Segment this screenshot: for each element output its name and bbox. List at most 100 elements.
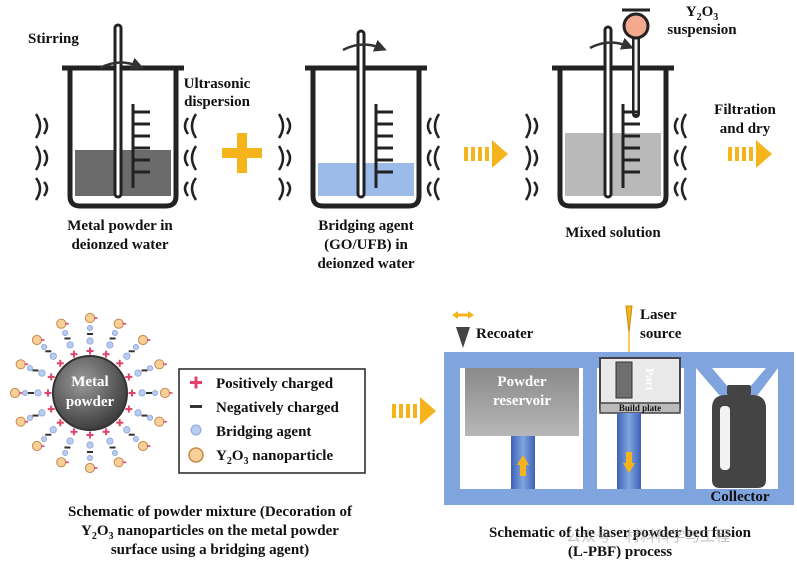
bridging-agent-dot — [49, 352, 57, 360]
build-chamber — [599, 357, 681, 409]
bridging-agent-dot — [123, 426, 131, 434]
laser-label-1: Laser — [640, 307, 677, 323]
negative-charge-icon — [141, 414, 148, 417]
watermark: 公众号 · 材料科学与工程 — [566, 527, 731, 545]
suspension-label: suspension — [667, 22, 737, 38]
bridging-agent-liquid — [318, 163, 414, 196]
negative-charge-icon — [87, 451, 93, 453]
negative-charge-icon — [109, 337, 116, 340]
legend-negative-label: Negatively charged — [216, 400, 339, 416]
y2o3-nanoparticle — [137, 334, 149, 346]
bridging-agent-dot — [132, 435, 139, 442]
collector-icon — [712, 385, 766, 488]
legend-positive-icon — [190, 376, 202, 389]
bridging-agent-dot — [87, 324, 94, 331]
plus-icon — [222, 133, 262, 173]
y2o3-nanoparticle — [159, 387, 171, 399]
piston-down-arrow-icon — [623, 452, 635, 473]
bridging-agent-dot — [132, 344, 139, 351]
negative-charge-icon — [128, 350, 135, 353]
legend-bridging-icon — [190, 424, 202, 436]
ultrasonic-probe-icon — [374, 104, 393, 188]
ultrasonic-probe-icon — [621, 104, 640, 188]
mixture-caption-2: Y2O3 nanoparticles on the metal powder — [81, 523, 339, 542]
y2o3-nanoparticle — [84, 312, 96, 324]
bridging-agent-dot — [147, 365, 154, 372]
bridging-agent-dot — [62, 450, 69, 457]
y2o3-nanoparticle — [31, 440, 43, 452]
negative-charge-icon — [128, 433, 135, 436]
filtration-label-1: Filtration — [714, 102, 776, 118]
y2o3-nanoparticle — [137, 440, 149, 452]
negative-charge-icon — [87, 333, 93, 335]
powder-mixture-schematic — [9, 312, 173, 474]
y2o3-nanoparticle — [15, 359, 26, 370]
negative-charge-icon — [32, 369, 39, 372]
build-piston — [617, 413, 641, 489]
negative-charge-icon — [109, 446, 116, 449]
core-label-1: Metal — [71, 374, 108, 390]
y2o3-nanoparticle — [84, 462, 96, 474]
collector-label: Collector — [710, 489, 770, 505]
ultrasonic-probe-icon — [131, 104, 150, 188]
mixture-caption-3: surface using a bridging agent) — [110, 542, 310, 558]
bridging-agent-dot — [38, 409, 46, 417]
mixture-caption-1: Schematic of powder mixture (Decoration … — [68, 504, 352, 520]
beaker-1 — [34, 23, 198, 209]
recoater-label: Recoater — [476, 326, 534, 342]
mixed-solution-liquid — [565, 133, 661, 196]
beaker1-caption-2: deionzed water — [71, 237, 169, 253]
beaker2-caption-3: deionzed water — [317, 256, 415, 272]
laser-label-2: source — [640, 326, 682, 342]
bridging-agent-dot — [86, 441, 94, 449]
core-label-2: powder — [66, 394, 115, 410]
legend-y2o3-icon — [188, 447, 204, 463]
built-part — [615, 361, 633, 399]
negative-charge-icon — [32, 414, 39, 417]
negative-charge-icon — [45, 350, 52, 353]
sound-waves-icon — [34, 113, 198, 201]
y2o3-nanoparticle — [154, 359, 165, 370]
bridging-agent-dot — [106, 341, 114, 349]
lpbf-caption-2: (L-PBF) process — [567, 544, 673, 560]
metal-powder-liquid — [75, 150, 171, 196]
powder-reservoir — [465, 368, 579, 436]
legend-bridging-label: Bridging agent — [216, 424, 312, 440]
build-plate-label: Build plate — [619, 403, 661, 413]
stir-arrow-icon — [99, 57, 144, 70]
sound-waves-icon — [524, 113, 688, 201]
legend-box — [178, 368, 366, 474]
bridging-agent-dot — [147, 414, 154, 421]
piston-up-arrow-icon — [517, 455, 529, 476]
bridging-agent-dot — [123, 352, 131, 360]
y2o3-nanoparticle — [31, 334, 43, 346]
part-label: Part — [643, 368, 657, 391]
y2o3-nanoparticle — [56, 457, 67, 468]
bridging-agent-dot — [26, 365, 33, 372]
laser-source-icon — [625, 305, 633, 354]
reservoir-label-1: Powder — [497, 374, 546, 390]
negative-charge-icon — [146, 392, 152, 394]
bridging-agent-dot — [87, 454, 94, 461]
y2o3-nanoparticle — [154, 416, 165, 427]
bridging-agent-dot — [138, 389, 146, 397]
y2o3-nanoparticle — [113, 457, 124, 468]
process-arrow-1 — [464, 140, 508, 168]
bridging-agent-dot — [26, 414, 33, 421]
bridging-agent-dot — [134, 409, 142, 417]
y2o3-label: Y2O3 — [685, 4, 719, 23]
lpbf-machine — [444, 305, 794, 505]
bridging-agent-dot — [66, 437, 74, 445]
beaker2-caption-2: (GO/UFB) in — [324, 237, 408, 253]
negative-charge-icon — [45, 433, 52, 436]
legend-positive-label: Positively charged — [216, 376, 334, 392]
bridging-agent-dot — [41, 435, 48, 442]
ultrasonic-label-1: Ultrasonic — [183, 76, 251, 92]
y2o3-nanoparticle — [113, 318, 124, 329]
recoater-icon — [452, 311, 474, 348]
bridging-agent-dot — [111, 329, 118, 336]
bridging-agent-dot — [41, 344, 48, 351]
beaker-3 — [524, 8, 688, 209]
beaker-2 — [277, 29, 441, 209]
